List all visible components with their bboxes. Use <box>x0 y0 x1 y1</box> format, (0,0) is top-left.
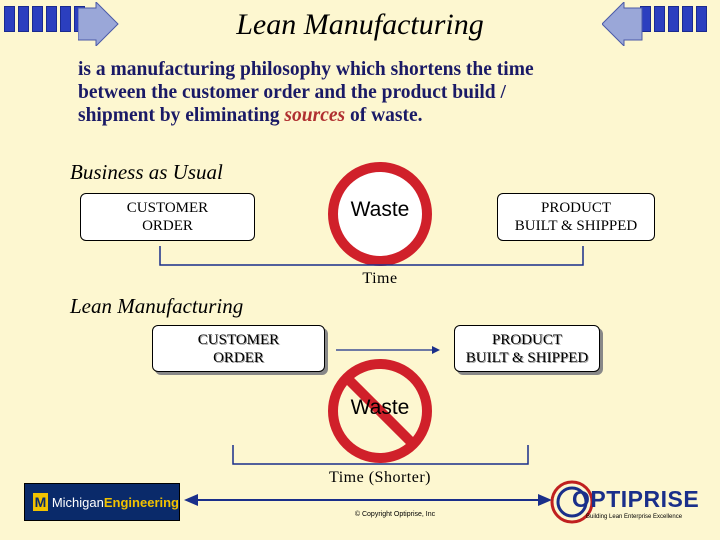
lean-manufacturing-heading: Lean Manufacturing <box>70 294 244 318</box>
left-arrow-icon <box>602 2 643 46</box>
bau-time-label: Time <box>362 270 398 287</box>
bau-customer-order-box: CUSTOMER ORDER <box>80 193 255 241</box>
block-m-icon: M <box>33 493 48 511</box>
copyright-text: © Copyright Optiprise, Inc <box>354 511 436 518</box>
bau-waste-circle <box>328 162 432 266</box>
bau-product-box: PRODUCT BUILT & SHIPPED <box>497 193 655 241</box>
optiprise-globe-icon <box>550 480 594 524</box>
bau-waste-label: Waste <box>350 198 410 221</box>
prohibited-icon <box>328 359 432 463</box>
definition-line-3: shipment by eliminating sources of waste… <box>78 105 423 126</box>
definition-line-1: is a manufacturing philosophy which shor… <box>78 59 534 80</box>
lean-waste-label: Waste <box>350 396 410 419</box>
lean-customer-order-box: CUSTOMER ORDER <box>152 325 325 372</box>
business-as-usual-heading: Business as Usual <box>70 160 223 184</box>
lean-time-label: Time (Shorter) <box>329 469 431 486</box>
right-arrow-icon <box>78 2 119 46</box>
definition-line-2: between the customer order and the produ… <box>78 82 506 103</box>
page-title: Lean Manufacturing <box>236 8 484 41</box>
sources-highlight: sources <box>284 105 346 126</box>
optiprise-logo: OPTIPRISE Building Lean Enterprise Excel… <box>548 480 699 524</box>
definition-text: is a manufacturing philosophy which shor… <box>78 58 678 127</box>
lean-product-box: PRODUCT BUILT & SHIPPED <box>454 325 600 372</box>
